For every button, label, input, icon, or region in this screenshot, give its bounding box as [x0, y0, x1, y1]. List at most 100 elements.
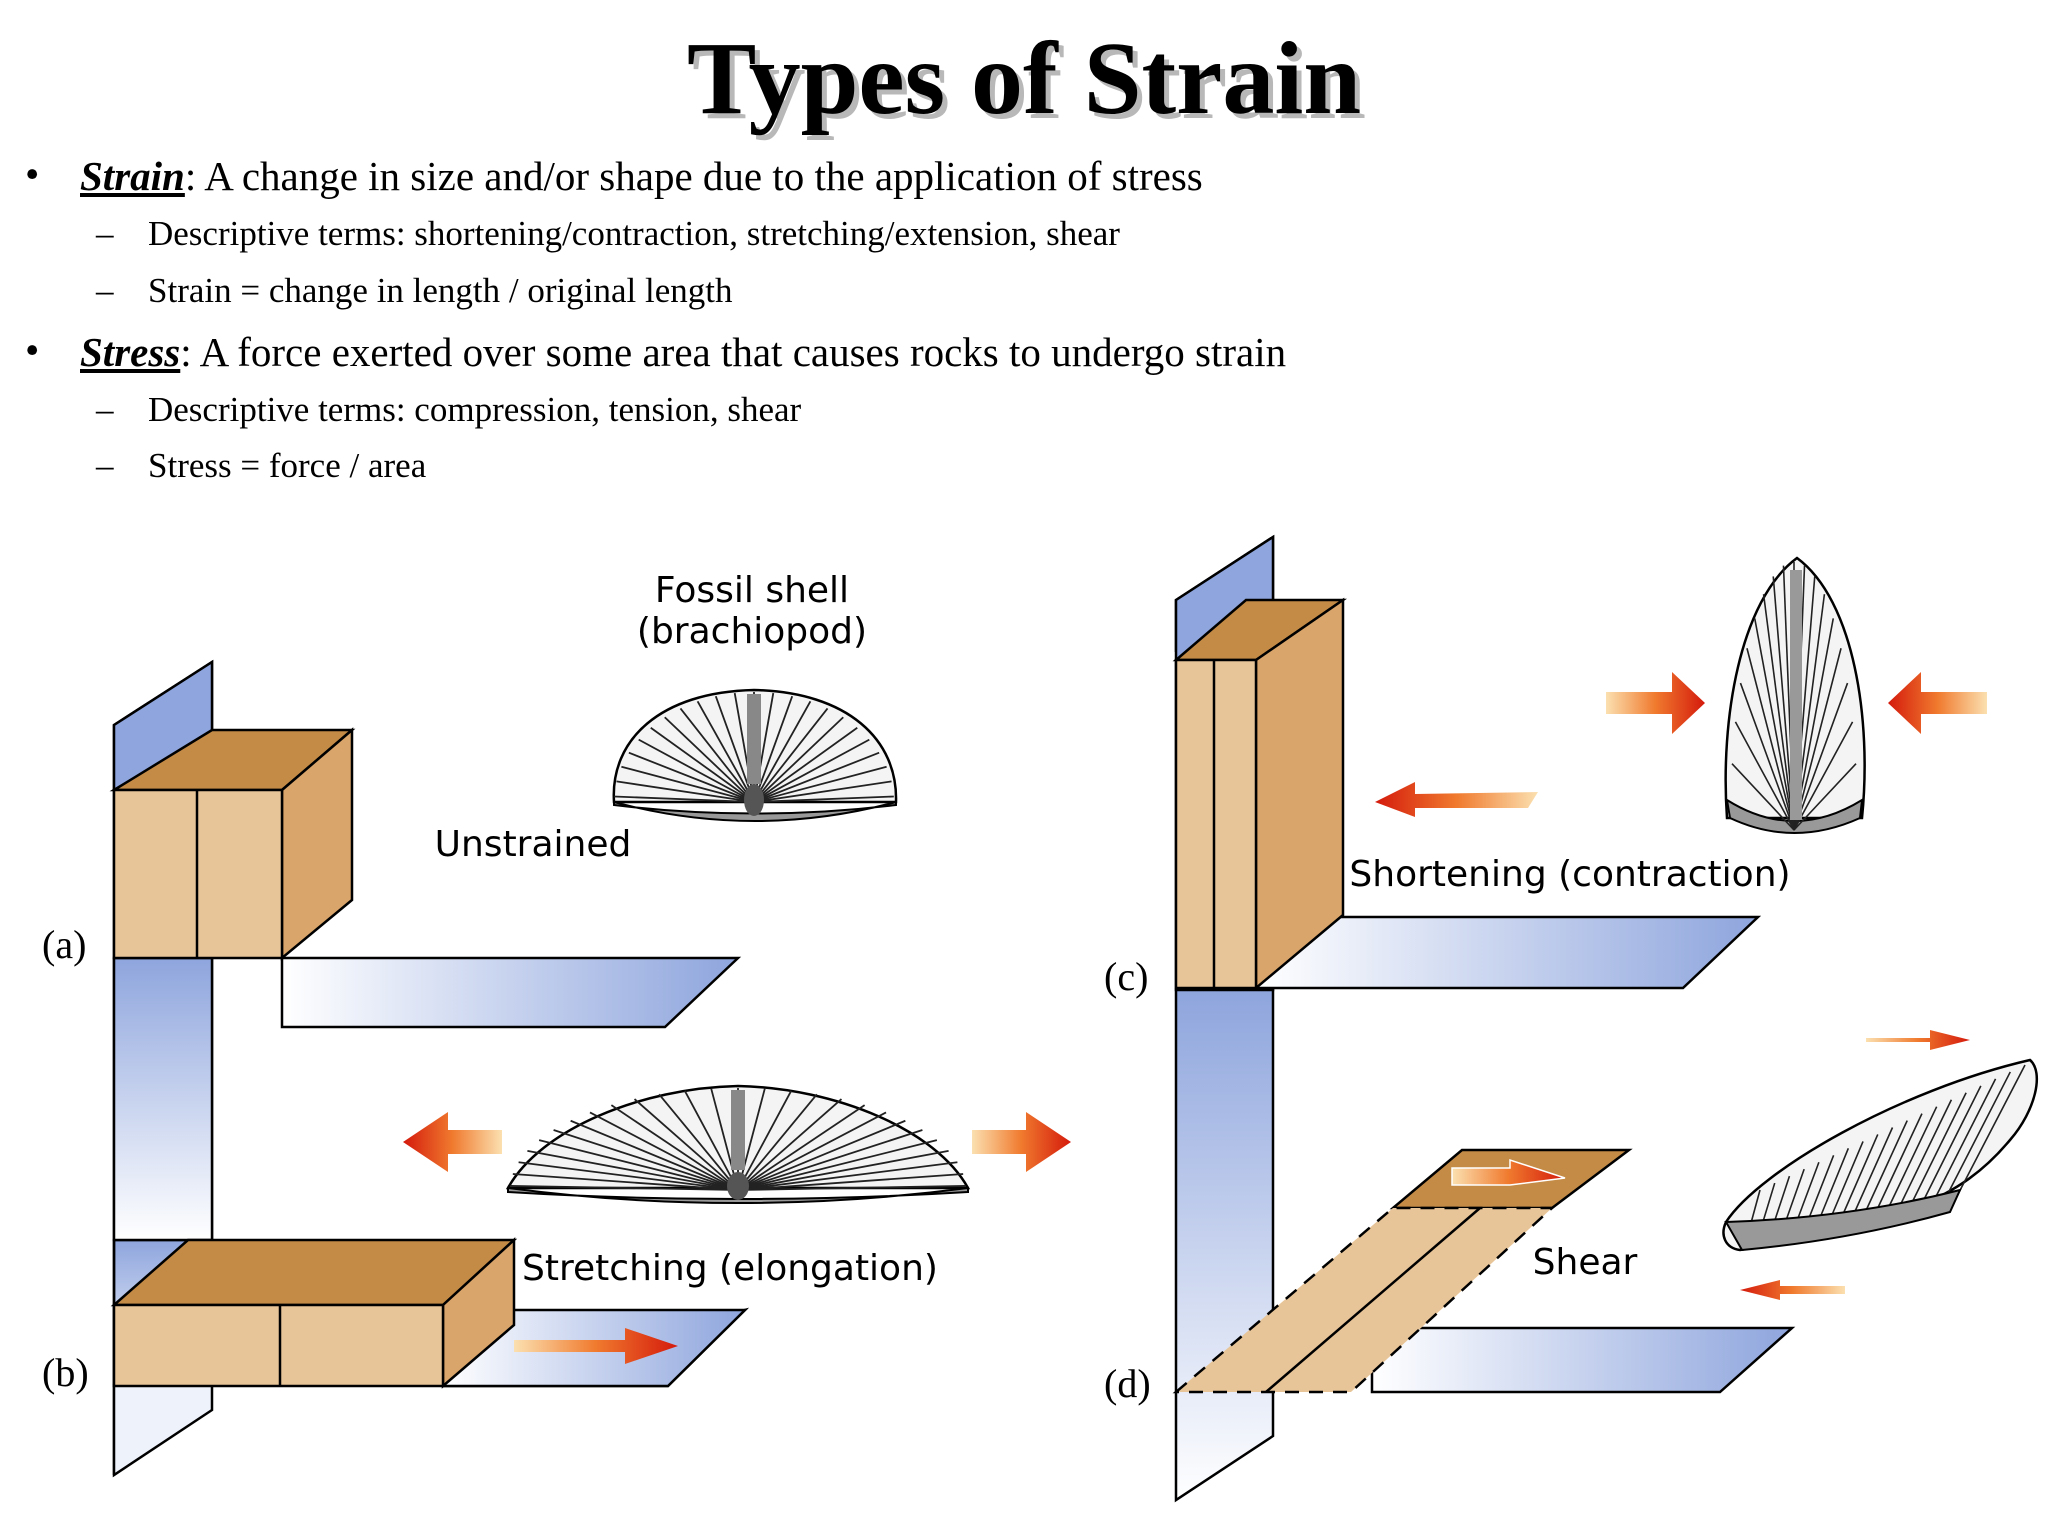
shell-rib	[658, 1093, 739, 1191]
label-panel-b: (b)	[42, 1350, 89, 1395]
panel-cd: Shortening (contraction) Shear (c) (d)	[1104, 534, 2039, 1503]
sub-dash: –	[96, 390, 114, 429]
shell-rib	[710, 1088, 739, 1191]
shell-rib	[1849, 1127, 1894, 1223]
shell-rib	[616, 780, 755, 803]
shell-rib	[737, 1185, 966, 1191]
shell-rib	[1762, 594, 1795, 831]
label-stretching: Stretching (elongation)	[522, 1248, 938, 1289]
shell-rib	[1837, 1134, 1879, 1226]
shell-rib	[1746, 648, 1795, 831]
right-wall-lower	[1174, 988, 1275, 1503]
shell-rib	[696, 700, 755, 803]
arrow-shear-top	[1866, 1030, 1970, 1050]
arrow-compress-left	[1606, 672, 1705, 734]
shell-rib	[1954, 1064, 2026, 1201]
shell-rib	[553, 1129, 739, 1191]
fossil-shell-stretched	[505, 1084, 971, 1204]
sub-bullet: – Descriptive terms: compression, tensio…	[96, 390, 801, 430]
shell-rib	[1793, 682, 1849, 831]
sub-bullet: – Strain = change in length / original l…	[96, 271, 733, 311]
shell-rib	[753, 695, 794, 803]
shell-rib	[527, 1150, 739, 1191]
shell-rib	[1731, 763, 1795, 831]
shell-rib	[737, 1161, 958, 1191]
shell-rib	[737, 1139, 938, 1191]
bullet-dot: •	[25, 327, 40, 373]
fossil-label-2: (brachiopod)	[637, 611, 867, 652]
shell-rib	[1734, 721, 1795, 831]
label-panel-d: (d)	[1104, 1361, 1151, 1406]
shell-rib	[737, 1090, 792, 1191]
panel-ab: Fossil shell (brachiopod) Unstrained Str…	[42, 570, 1071, 1478]
shell-rib	[614, 795, 755, 803]
sub-dash: –	[96, 446, 114, 485]
shell-rib	[664, 716, 755, 803]
shell-rib	[1919, 1085, 1982, 1208]
floor-a	[280, 956, 742, 1029]
shell-rib	[753, 738, 870, 803]
arrow-wall-c	[1375, 782, 1538, 817]
shell-rib	[753, 795, 894, 803]
arrow-floor-b	[514, 1328, 678, 1364]
sub-dash: –	[96, 271, 114, 310]
sub-bullet: – Descriptive terms: shortening/contract…	[96, 214, 1120, 254]
shell-rib	[684, 1090, 739, 1191]
shell-rib	[1739, 682, 1795, 831]
shell-rib	[610, 1104, 739, 1191]
shell-rib	[510, 1185, 739, 1191]
floor-d	[1370, 1326, 1796, 1394]
shell-rib	[1942, 1071, 2011, 1203]
shell-rib	[753, 700, 812, 803]
shell-rib	[737, 1129, 923, 1191]
shell-rib	[753, 765, 887, 803]
shell-rib	[753, 716, 844, 803]
shell-rib	[737, 1119, 906, 1191]
bullet-stress: • Stress: A force exerted over some area…	[25, 327, 1287, 376]
shell-rib	[737, 1093, 818, 1191]
term-strain: Strain	[80, 153, 185, 199]
label-shear: Shear	[1533, 1242, 1638, 1283]
shell-rib	[679, 707, 755, 803]
shell-rib	[737, 1150, 949, 1191]
arrow-shear-bottom	[1740, 1280, 1845, 1300]
shell-rib	[1907, 1092, 1967, 1211]
shell-rib	[737, 1173, 964, 1191]
shell-rib	[589, 1111, 739, 1191]
shell-rib	[1753, 618, 1795, 831]
shell-rib	[1895, 1099, 1953, 1213]
fossil-shell-unstrained	[612, 688, 898, 822]
shell-rib	[638, 738, 755, 803]
fossil-label-1: Fossil shell	[655, 570, 849, 611]
arrow-stretch-right	[972, 1112, 1071, 1172]
block-b-face	[112, 1303, 445, 1388]
shear-marker	[1451, 1158, 1566, 1186]
floor-c	[1256, 915, 1762, 990]
fossil-shell-sheared	[1722, 1058, 2039, 1252]
shell-rib	[628, 751, 755, 803]
strain-terms: Descriptive terms: shortening/contractio…	[148, 214, 1120, 253]
block-c-face	[1174, 658, 1258, 990]
sub-bullet: – Stress = force / area	[96, 446, 426, 486]
shell-rib	[737, 1104, 866, 1191]
shell-rib	[650, 726, 755, 803]
shell-rib	[737, 1111, 887, 1191]
stress-definition: : A force exerted over some area that ca…	[180, 329, 1287, 375]
left-wall-bottom	[112, 1383, 214, 1478]
strain-formula: Strain = change in length / original len…	[148, 271, 733, 310]
shell-rib	[538, 1139, 739, 1191]
slide-title: Types of Strain	[686, 21, 1362, 136]
shell-rib	[753, 780, 892, 803]
shell-rib	[570, 1119, 739, 1191]
shell-rib	[621, 765, 755, 803]
shell-rib	[1860, 1120, 1908, 1221]
shell-rib	[1930, 1078, 1997, 1206]
shell-rib	[1793, 763, 1857, 831]
shell-rib	[512, 1173, 739, 1191]
left-wall-mid	[112, 956, 214, 1242]
shell-rib	[633, 1098, 739, 1191]
arrow-stretch-left	[403, 1112, 502, 1172]
strain-definition: : A change in size and/or shape due to t…	[184, 153, 1203, 199]
shell-rib	[1872, 1113, 1923, 1218]
